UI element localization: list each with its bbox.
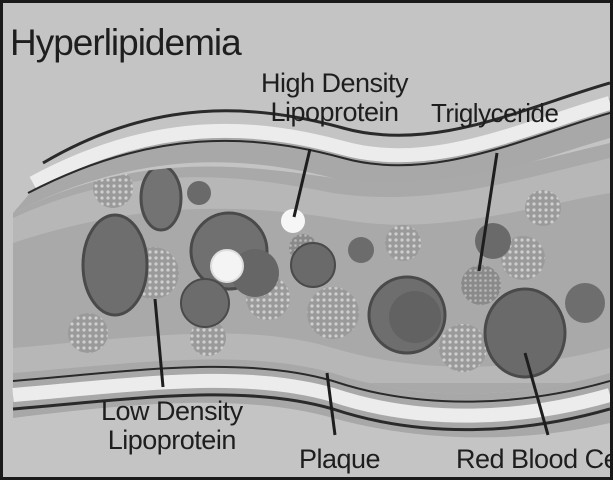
label-red-blood-cell: Red Blood Cell <box>456 445 613 474</box>
label-hdl-line1: High Density <box>261 69 408 98</box>
ldl-particle <box>307 287 359 339</box>
red-blood-cell <box>389 291 441 343</box>
ldl-particle <box>525 190 561 226</box>
label-ldl: Low Density Lipoprotein <box>101 397 243 455</box>
red-blood-cell <box>181 279 229 327</box>
ldl-particle <box>439 324 487 372</box>
label-hdl: High Density Lipoprotein <box>261 69 408 127</box>
red-blood-cell <box>187 181 211 205</box>
hdl-particle <box>211 250 243 282</box>
label-ldl-line2: Lipoprotein <box>101 426 243 455</box>
hdl-particle <box>281 209 305 233</box>
red-blood-cell <box>291 243 335 287</box>
diagram-title: Hyperlipidemia <box>10 23 241 63</box>
label-plaque: Plaque <box>299 445 380 474</box>
red-blood-cell <box>141 166 181 230</box>
label-triglyceride: Triglyceride <box>431 99 558 127</box>
ldl-particle <box>385 225 421 261</box>
ldl-particle <box>68 313 108 353</box>
label-ldl-line1: Low Density <box>101 397 243 426</box>
red-blood-cell <box>565 283 605 323</box>
red-blood-cell <box>348 237 374 263</box>
label-hdl-line2: Lipoprotein <box>261 98 408 127</box>
triglyceride-particle <box>461 265 501 305</box>
red-blood-cell <box>83 215 147 315</box>
red-blood-cell <box>485 289 565 377</box>
